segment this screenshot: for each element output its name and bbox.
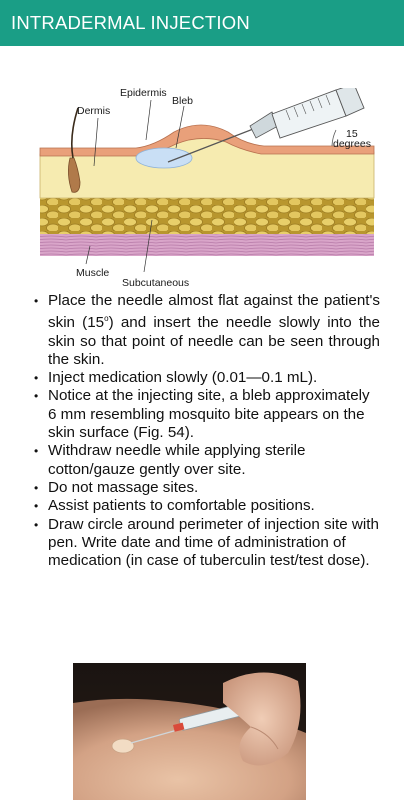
epidermis-layer	[39, 124, 375, 157]
list-item: •Notice at the injecting site, a bleb ap…	[34, 387, 370, 442]
procedure-steps-list: •Place the needle almost flat against th…	[34, 292, 380, 570]
list-item: •Do not massage sites.	[34, 478, 199, 496]
label-dermis: Dermis	[77, 105, 110, 117]
app-bar: INTRADERMAL INJECTION	[0, 0, 404, 46]
gloved-hand	[223, 672, 301, 766]
syringe-hub	[172, 722, 185, 732]
list-item: •Assist patients to comfortable position…	[34, 497, 315, 515]
bleb-shape	[135, 147, 193, 169]
subcutaneous-layer	[40, 198, 374, 234]
syringe-drawing	[167, 88, 365, 163]
list-item: •Place the needle almost flat against th…	[34, 292, 380, 368]
skin-layers-diagram: Epidermis Dermis Bleb 15 degrees Muscle …	[36, 88, 381, 288]
list-item: •Withdraw needle while applying sterile …	[34, 442, 306, 478]
muscle-layer	[40, 232, 374, 256]
bleb-on-skin	[111, 738, 135, 754]
label-bleb: Bleb	[172, 95, 193, 107]
label-angle-value: 15	[346, 128, 358, 140]
list-item: •Inject medication slowly (0.01—0.1 mL).	[34, 369, 318, 387]
page-title: INTRADERMAL INJECTION	[11, 12, 250, 33]
hair-strand	[71, 107, 79, 159]
skin-diagram-svg: Epidermis Dermis Bleb 15 degrees Muscle …	[39, 88, 375, 288]
angle-arc	[331, 129, 337, 147]
list-item: •Draw circle around perimeter of injecti…	[34, 515, 379, 570]
label-angle-unit: degrees	[333, 138, 371, 150]
label-subcutaneous: Subcutaneous	[122, 277, 189, 288]
hair-follicle	[68, 157, 81, 193]
label-epidermis: Epidermis	[120, 88, 167, 99]
arm-skin	[73, 698, 306, 800]
label-muscle: Muscle	[76, 267, 109, 279]
injection-photo	[73, 663, 306, 800]
injection-photo-svg	[73, 663, 306, 800]
